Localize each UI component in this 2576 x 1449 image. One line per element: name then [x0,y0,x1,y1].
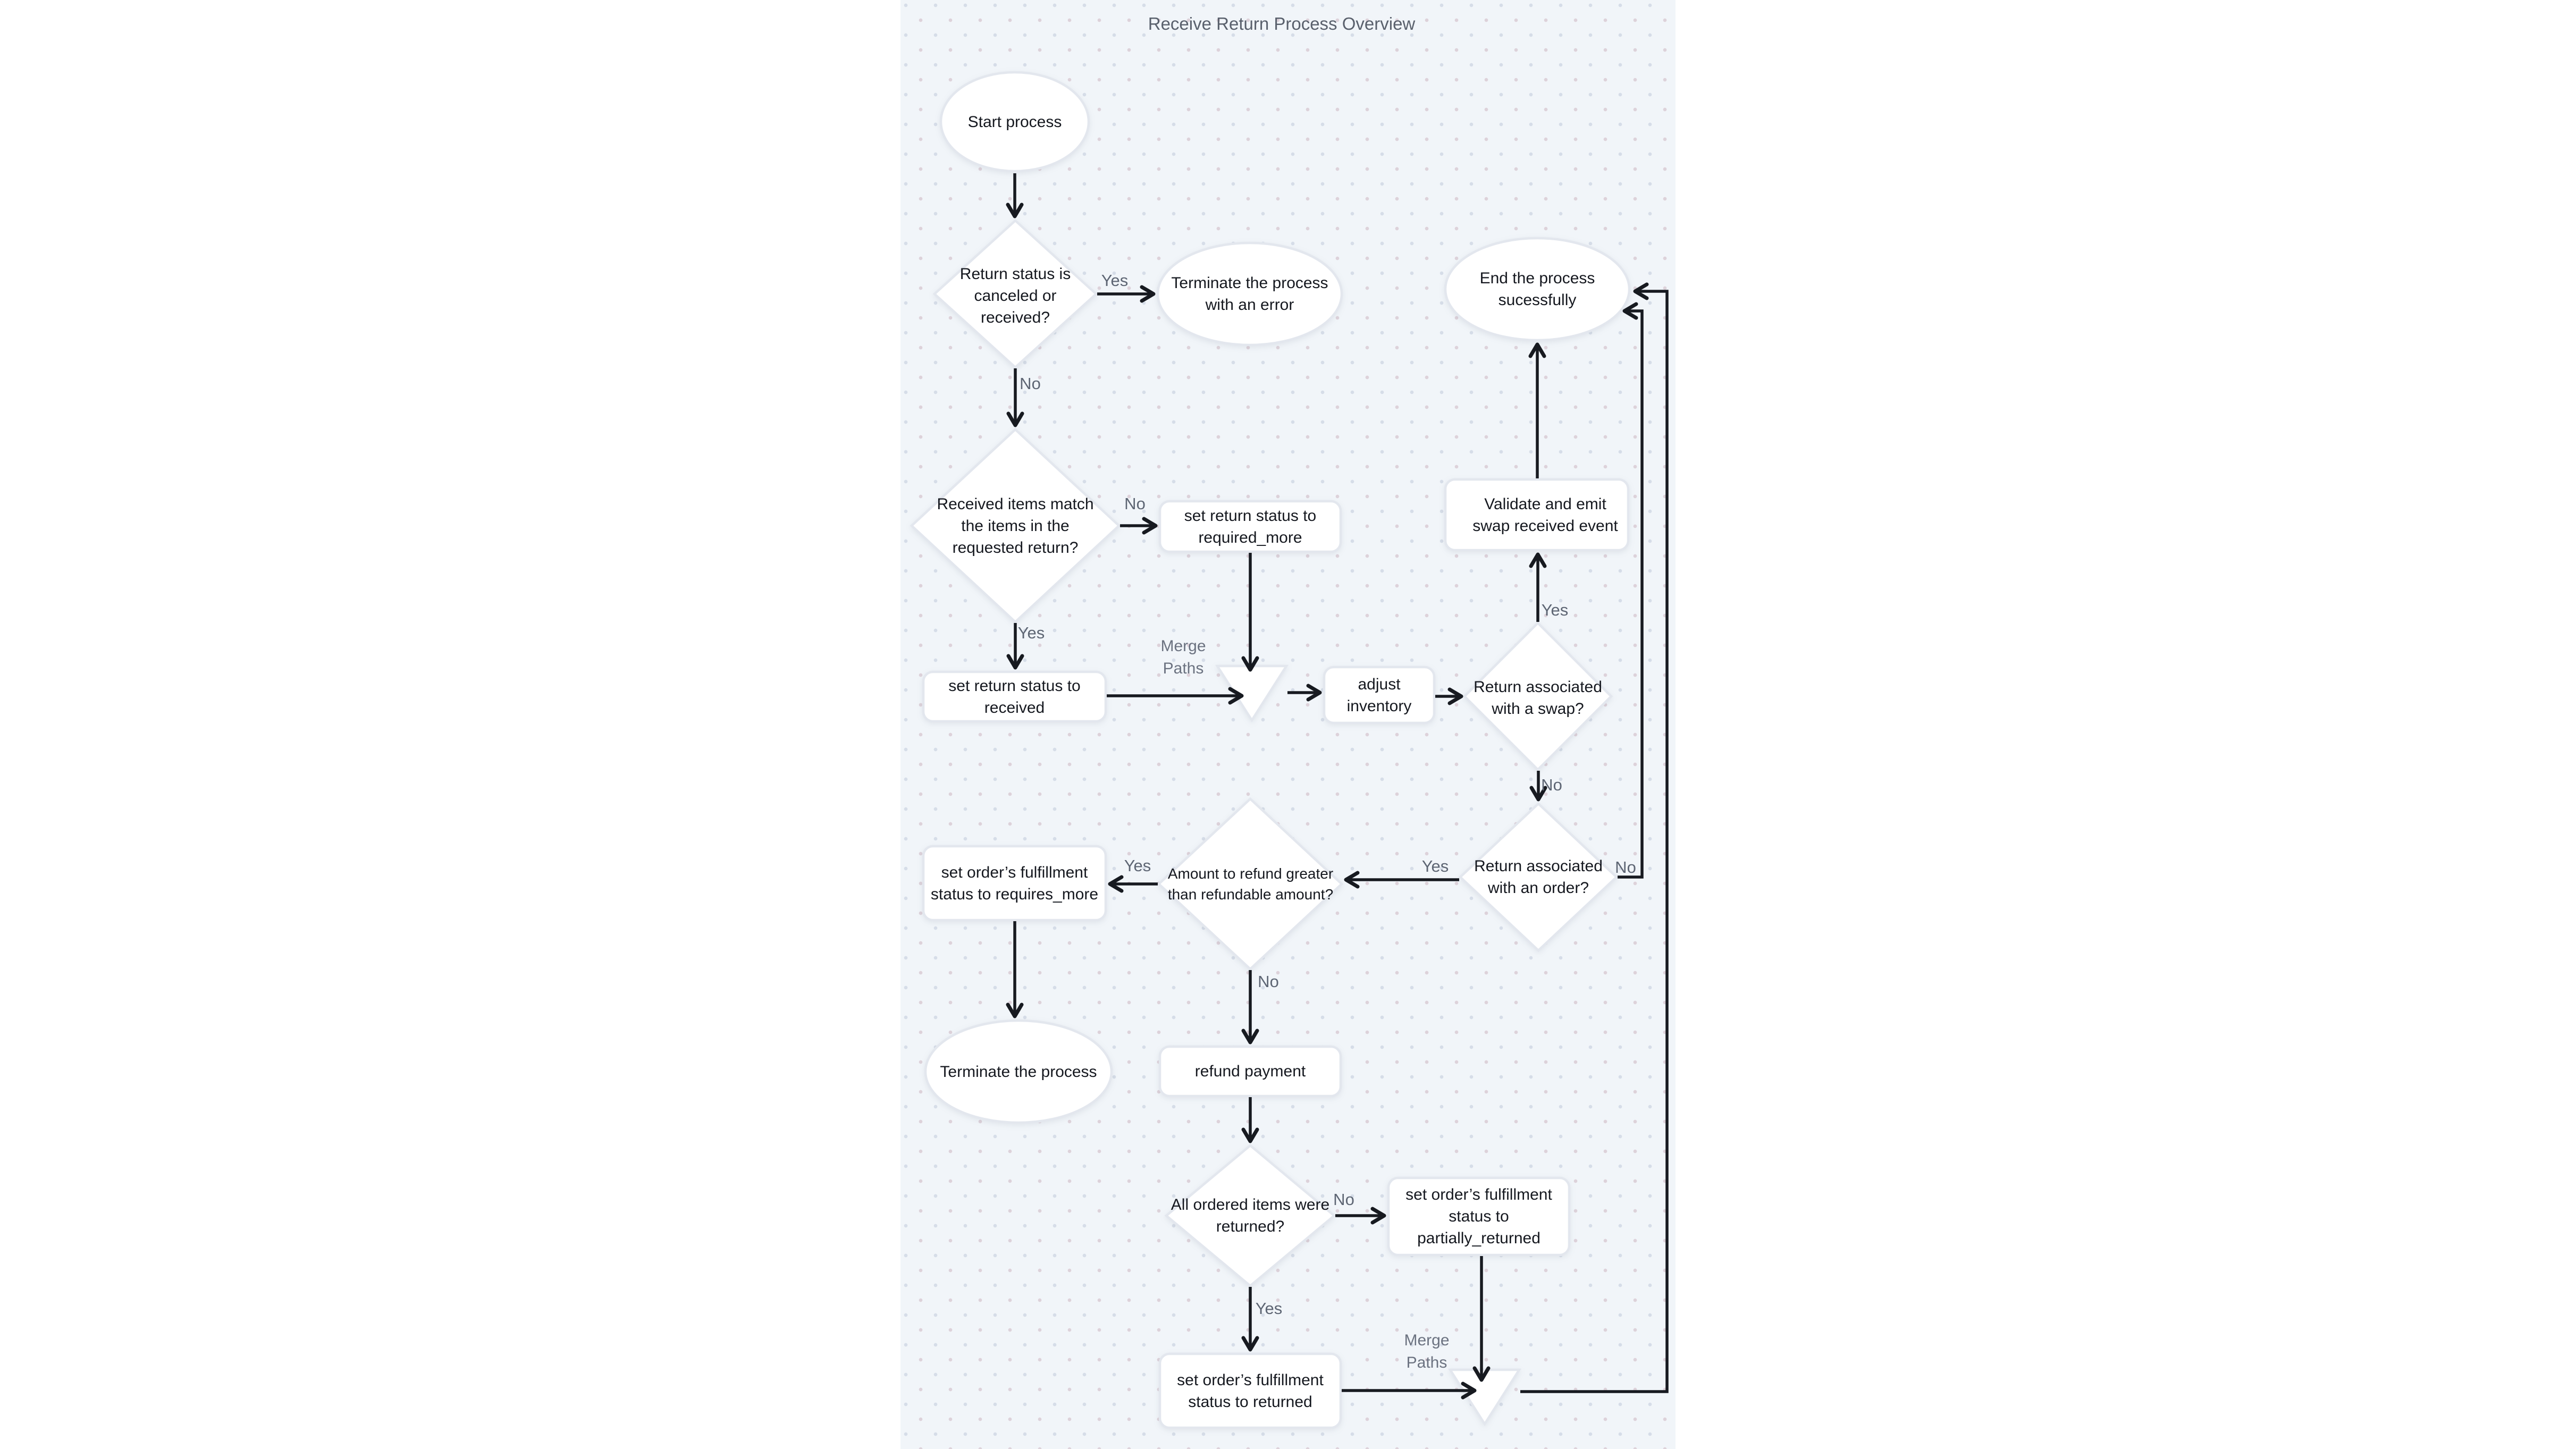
edge-merge-to-end [1520,282,1669,1393]
merge-paths-line1: Merge [1404,1332,1450,1349]
edge-label-swap-no: No [1541,776,1562,794]
merge-paths-label-top: Merge Paths [1160,635,1206,680]
node-set-order-partially-returned[interactable] [1387,1176,1571,1257]
node-decision-order[interactable] [1458,802,1619,953]
node-set-order-requires-more-label: set order’s fulfillment status to requir… [930,863,1099,903]
edge-label-order-no: No [1615,858,1636,877]
merge-paths-line1: Merge [1160,637,1206,655]
node-decision-order-label: Return associated with an order? [1474,857,1603,897]
node-set-return-received[interactable] [922,670,1107,723]
merge-paths-triangle-bottom[interactable] [1447,1368,1522,1427]
merge-paths-triangle-top[interactable] [1215,664,1289,723]
edge-label-items-yes: Yes [1017,624,1045,642]
merge-paths-line2: Paths [1406,1354,1447,1371]
node-set-order-returned[interactable] [1158,1352,1342,1429]
node-set-order-requires-more[interactable] [922,845,1107,922]
node-decision-status[interactable] [932,218,1098,369]
node-set-order-returned-label: set order’s fulfillment status to return… [1177,1371,1324,1411]
node-decision-swap-label: Return associated with a swap? [1474,678,1602,718]
node-end-success[interactable] [1444,237,1631,342]
merge-paths-line2: Paths [1163,660,1204,677]
edge-label-swap-yes: Yes [1541,601,1569,619]
node-start[interactable] [939,71,1090,173]
node-decision-refund-amount-label: Amount to refund greater than refundable… [1167,865,1334,903]
node-terminate-error-label: Terminate the process with an error [1171,274,1328,314]
edge-label-status-yes: Yes [1101,271,1129,290]
node-decision-refund-amount[interactable] [1157,797,1344,971]
node-decision-items-match[interactable] [910,427,1121,624]
edge-label-order-yes: Yes [1421,857,1449,875]
node-decision-all-returned[interactable] [1164,1144,1336,1287]
node-terminate[interactable] [924,1019,1113,1124]
edge-label-refund-amount-no: No [1258,972,1279,991]
merge-paths-label-bottom: Merge Paths [1404,1329,1449,1374]
node-refund-payment-label: refund payment [1194,1063,1306,1080]
node-set-order-partially-returned-label: set order’s fulfillment status to partia… [1405,1186,1552,1247]
node-set-return-received-label: set return status to received [948,677,1081,717]
node-decision-items-match-label: Received items match the items in the re… [937,495,1094,557]
node-end-success-label: End the process sucessfully [1479,269,1595,309]
node-decision-swap[interactable] [1462,621,1613,772]
edge-label-all-returned-yes: Yes [1255,1299,1283,1318]
node-set-return-required-more-label: set return status to required_more [1184,507,1317,546]
edge-label-all-returned-no: No [1333,1190,1354,1209]
edge-label-items-no: No [1124,494,1146,513]
edge-order-no-end [1618,302,1644,879]
node-validate-emit-label: Validate and emit swap received event [1472,495,1618,535]
node-terminate-error[interactable] [1156,241,1343,347]
node-decision-status-label: Return status is canceled or received? [959,265,1071,326]
node-start-label: Start process [967,113,1062,131]
node-decision-all-returned-label: All ordered items were returned? [1171,1196,1330,1235]
node-terminate-label: Terminate the process [940,1063,1097,1081]
node-set-return-required-more[interactable] [1158,500,1342,553]
node-adjust-inventory[interactable] [1323,665,1436,724]
edge-label-status-no: No [1020,374,1041,393]
edge-label-refund-amount-yes: Yes [1124,856,1151,875]
node-adjust-inventory-label: adjust inventory [1346,675,1412,715]
diagram-title: Receive Return Process Overview [1148,14,1416,33]
node-validate-emit[interactable] [1444,478,1630,552]
node-refund-payment[interactable] [1158,1045,1342,1098]
